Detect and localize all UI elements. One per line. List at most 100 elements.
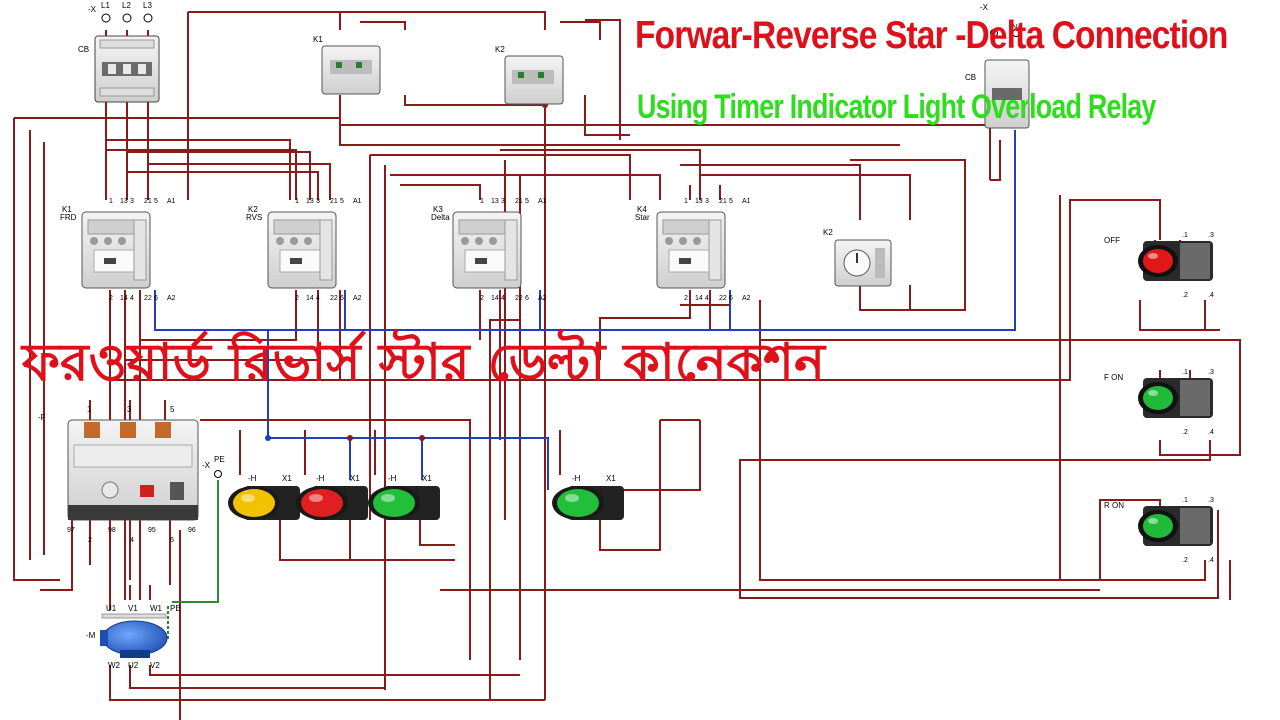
terminal-top: 3: [316, 198, 320, 205]
terminal-top: A1: [538, 198, 547, 205]
supply-l2-label: L2: [122, 1, 131, 10]
contactor-id: K3: [433, 205, 443, 214]
pushbutton-t2: .2: [1182, 557, 1188, 564]
pushbutton-cap[interactable]: [1143, 514, 1173, 538]
terminal-top: 5: [154, 198, 158, 205]
pushbutton-contact-block: [1180, 508, 1210, 544]
terminal-bottom: 22: [719, 295, 727, 302]
pushbutton-f-on[interactable]: F ON.1.3.2.4: [1104, 369, 1214, 436]
pushbutton-cap[interactable]: [1143, 249, 1173, 273]
contactor-indicator: [475, 258, 487, 264]
pe-label: PE: [214, 455, 225, 464]
terminal-bottom: 6: [340, 295, 344, 302]
terminal-top: 1: [480, 198, 484, 205]
contactor-screw: [118, 237, 126, 245]
contactor-screw: [90, 237, 98, 245]
pushbutton-t3: .3: [1208, 232, 1214, 239]
terminal-bottom: 2: [480, 295, 484, 302]
terminal-top: A1: [742, 198, 751, 205]
lamp-terminal: X1: [606, 474, 616, 483]
overload-relay: -F 1 3 5 97 2 98 4 95 6 96: [38, 405, 199, 544]
bengali-title: ফরওয়ার্ড রিভার্স স্টার ডেল্টা কানেকশন: [22, 333, 825, 393]
motor-u2: U2: [128, 661, 139, 670]
terminal-bottom: A2: [353, 295, 362, 302]
motor-w1: W1: [150, 604, 163, 613]
overload-top-5: 5: [170, 405, 175, 414]
pushbutton-highlight: [1148, 518, 1158, 524]
motor-w2: W2: [108, 661, 121, 670]
lamp-lens: [373, 489, 415, 517]
supply-terminal-l1: [101, 13, 111, 23]
terminal-top: 21: [515, 198, 523, 205]
pushbutton-t2: .2: [1182, 429, 1188, 436]
terminal-bottom: 14: [120, 295, 128, 302]
contactor-screw: [475, 237, 483, 245]
supply-terminal-l3: [143, 13, 153, 23]
lamp-terminal: X1: [282, 474, 292, 483]
pushbutton-t4: .4: [1208, 292, 1214, 299]
terminal-bottom: A2: [167, 295, 176, 302]
terminal-bottom: 14: [306, 295, 314, 302]
overload-bottom-96: 96: [188, 527, 196, 534]
terminal-bottom: 22: [515, 295, 523, 302]
lamp-highlight: [565, 494, 579, 502]
timer-relay: K2: [823, 228, 892, 287]
pushbutton-t4: .4: [1208, 557, 1214, 564]
lamp-label: -H: [316, 474, 325, 483]
contactor-indicator: [104, 258, 116, 264]
pushbutton-t3: .3: [1208, 369, 1214, 376]
breaker-label: CB: [78, 45, 89, 54]
overload-bottom-4: 4: [130, 537, 134, 544]
pushbuttons: OFF.1.3.2.4F ON.1.3.2.4R ON.1.3.2.4: [1104, 232, 1214, 564]
pushbutton-r-on[interactable]: R ON.1.3.2.4: [1104, 497, 1214, 564]
terminal-top: 5: [729, 198, 733, 205]
title-line-2: Using Timer Indicator Light Overload Rel…: [637, 88, 1156, 126]
contactor-screw: [693, 237, 701, 245]
overload-bottom-97: 97: [67, 527, 75, 534]
terminal-top: 13: [306, 198, 314, 205]
control-n-label: N: [1012, 23, 1018, 32]
overload-bottom-95: 95: [148, 527, 156, 534]
terminal-top: 1: [684, 198, 688, 205]
terminal-bottom: 4: [501, 295, 505, 302]
terminal-top: A1: [167, 198, 176, 205]
overload-bottom-6: 6: [170, 537, 174, 544]
motor-label: -M: [86, 631, 96, 640]
terminal-bottom: 14: [695, 295, 703, 302]
terminal-bottom: 22: [330, 295, 338, 302]
motor-v1: V1: [128, 604, 138, 613]
terminal-bottom: 22: [144, 295, 152, 302]
terminal-bottom: 2: [684, 295, 688, 302]
pe-wire: [167, 480, 219, 640]
control-wires: [154, 130, 1016, 490]
pushbutton-t2: .2: [1182, 292, 1188, 299]
pushbutton-label: F ON: [1104, 373, 1123, 382]
overload-top-3: 3: [127, 405, 132, 414]
terminal-top: 3: [705, 198, 709, 205]
pushbutton-cap[interactable]: [1143, 386, 1173, 410]
terminal-bottom: 4: [316, 295, 320, 302]
terminal-top: 3: [130, 198, 134, 205]
terminal-top: 21: [330, 198, 338, 205]
power-wires: [13, 11, 1241, 720]
terminal-top: 5: [525, 198, 529, 205]
contactor-id: K1: [62, 205, 72, 214]
overload-top-1: 1: [87, 405, 92, 414]
control-breaker-label: CB: [965, 73, 976, 82]
contactor-indicator: [290, 258, 302, 264]
pushbutton-label: OFF: [1104, 236, 1120, 245]
contactor-name: Star: [635, 213, 650, 222]
terminal-bottom: A2: [742, 295, 751, 302]
terminal-bottom: 4: [130, 295, 134, 302]
terminal-top: 1: [109, 198, 113, 205]
contactor-screw: [276, 237, 284, 245]
terminal-top: 13: [120, 198, 128, 205]
contactor-screw: [304, 237, 312, 245]
pushbutton-off[interactable]: OFF.1.3.2.4: [1104, 232, 1214, 299]
contactor-side: [504, 219, 518, 281]
